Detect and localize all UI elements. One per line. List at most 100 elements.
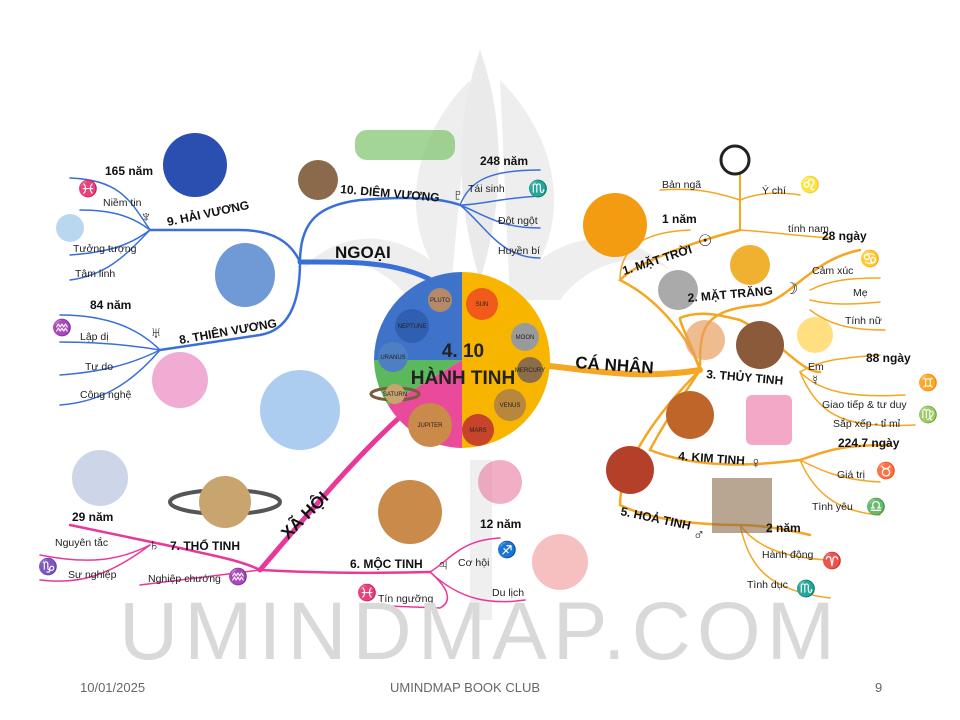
- climber-icon: [712, 478, 772, 533]
- node-years-thienvuong: 84 năm: [90, 298, 131, 312]
- node-title-haivuong: 9. HẢI VƯƠNG: [166, 197, 251, 229]
- center-title-line2: HÀNH TINH: [411, 367, 516, 389]
- mars-symbol-icon: ♂: [693, 527, 705, 544]
- saturn-symbol-icon: ♄: [148, 537, 160, 554]
- node-years-moctinh: 12 năm: [480, 517, 521, 531]
- social-network-icon: [260, 370, 340, 450]
- leaf-thienvuong-0: Lập dị: [80, 331, 109, 343]
- leaf-thuytinh-2: Sắp xếp - tỉ mỉ: [833, 417, 901, 430]
- planet-label-moon: MOON: [516, 335, 535, 341]
- planet-label-sun: SUN: [476, 302, 489, 308]
- venus-illustration-icon: [666, 391, 714, 439]
- leaf-mattrang-3: Tính nữ: [845, 315, 882, 327]
- uranus-illustration-icon: [215, 243, 275, 307]
- capricorn-symbol-icon: ♑: [38, 557, 58, 576]
- leo-symbol-icon: ♌: [800, 175, 820, 194]
- pluto-symbol-icon: ♇: [452, 187, 464, 204]
- pisces-symbol-icon: ♓: [78, 179, 98, 198]
- planet-label-venus: VENUS: [500, 403, 521, 409]
- node-years-kimtinh: 224.7 ngày: [838, 436, 900, 450]
- leaf-haivuong-2: Tâm linh: [75, 268, 115, 280]
- leaf-kimtinh-0: Giá trị: [837, 469, 865, 481]
- pisces-symbol-icon-2: ♓: [357, 583, 377, 602]
- handshake-icon: [72, 450, 128, 506]
- idea-bulb-icon: [797, 317, 833, 353]
- leaf-diemvuong-2: Huyền bí: [498, 245, 540, 257]
- branch-xahoi: XÃ HỘI: [277, 487, 333, 543]
- mercury-icon: [517, 357, 543, 383]
- cat-sunglasses-icon: [298, 160, 338, 200]
- footer-page-number: 9: [875, 680, 883, 695]
- branch-canhan: CÁ NHÂN: [575, 353, 655, 377]
- sun-symbol-icon: ☉: [698, 233, 712, 250]
- jupiter-symbol-icon: ♃: [437, 557, 449, 574]
- butterfly-branch-icon: [355, 130, 455, 160]
- leaf-mattroi-0: Bản ngã: [662, 179, 701, 191]
- virgo-symbol-icon: ♍: [918, 405, 938, 424]
- node-years-mattroi: 1 năm: [662, 212, 697, 226]
- leaf-mattrang-2: Mẹ: [853, 287, 868, 299]
- jupiter-icon: [408, 403, 452, 447]
- leaf-thuytinh-0: Em: [808, 361, 824, 373]
- moon-icon: [511, 323, 539, 351]
- aries-symbol-icon: ♈: [822, 551, 842, 570]
- planet-label-uranus: URANUS: [380, 355, 405, 361]
- libra-symbol-icon: ♎: [866, 497, 886, 516]
- leaf-hoatinh-0: Hành động: [762, 549, 814, 561]
- leaf-diemvuong-1: Đột ngột: [498, 215, 538, 227]
- aquarius-symbol-icon: ♒: [52, 318, 72, 337]
- emoji-collage-icon: [152, 352, 208, 408]
- planet-label-mercury: MERCURY: [515, 368, 545, 374]
- lightbulb-writing-icon: [56, 214, 84, 242]
- leaf-hoatinh-1: Tình dục: [747, 579, 788, 591]
- node-title-thuytinh: 3. THỦY TINH: [706, 366, 784, 388]
- scorpio-symbol-icon-2: ♏: [796, 579, 816, 598]
- leaf-thuytinh-1: Giao tiếp & tư duy: [822, 399, 907, 411]
- planet-label-pluto: PLUTO: [430, 298, 450, 304]
- venus-symbol-icon: ♀: [750, 455, 762, 472]
- venus-icon: [494, 389, 526, 421]
- node-years-thuytinh: 88 ngày: [866, 351, 911, 365]
- jupiter-illustration-icon: [378, 480, 442, 544]
- uranus-icon: [378, 342, 408, 372]
- node-title-thienvuong: 8. THIÊN VƯƠNG: [178, 315, 278, 347]
- moon-illustration-icon: [658, 270, 698, 310]
- planet-label-jupiter: JUPITER: [417, 423, 443, 429]
- leaf-haivuong-1: Tưởng tượng: [73, 243, 137, 255]
- planet-label-neptune: NEPTUNE: [398, 324, 427, 330]
- footer-date: 10/01/2025: [80, 680, 146, 695]
- mars-illustration-icon: [606, 446, 654, 494]
- books-brain-icon: [478, 460, 522, 504]
- sagittarius-symbol-icon: ♐: [497, 540, 517, 559]
- brain-illustration-icon: [163, 133, 227, 197]
- leaf-thienvuong-2: Công nghệ: [80, 389, 132, 401]
- watermark-text: UMINDMAP.COM: [119, 586, 841, 677]
- person-ego-icon: [719, 144, 751, 176]
- sun-icon: [466, 288, 498, 320]
- node-title-hoatinh: 5. HOẢ TINH: [619, 503, 692, 533]
- cancer-symbol-icon: ♋: [860, 249, 880, 268]
- neptune-icon: [395, 309, 429, 343]
- node-title-kimtinh: 4. KIM TINH: [678, 449, 745, 468]
- leaf-thotinh-1: Sự nghiệp: [68, 569, 117, 581]
- leaf-thienvuong-1: Tự do: [85, 361, 113, 373]
- sun-illustration-icon: [583, 193, 647, 257]
- taurus-symbol-icon: ♉: [876, 461, 896, 480]
- planet-label-saturn: SATURN: [383, 392, 407, 398]
- leaf-moctinh-1: Tín ngưỡng: [378, 593, 434, 605]
- moon-symbol-icon: ☽: [784, 281, 798, 298]
- leaf-thotinh-0: Nguyên tắc: [55, 536, 108, 549]
- leaf-kimtinh-1: Tình yêu: [812, 501, 853, 513]
- pluto-icon: [428, 288, 452, 312]
- leaf-diemvuong-0: Tái sinh: [468, 183, 505, 195]
- node-years-diemvuong: 248 năm: [480, 154, 528, 168]
- footer-club: UMINDMAP BOOK CLUB: [390, 680, 541, 695]
- uranus-symbol-icon: ♅: [150, 325, 162, 342]
- meeting-people-icon: [685, 320, 725, 360]
- mars-icon: [462, 414, 494, 446]
- emotion-gauge-icon: [730, 245, 770, 285]
- neptune-symbol-icon: ♆: [140, 209, 152, 226]
- node-years-mattrang: 28 ngày: [822, 229, 867, 243]
- node-title-mattrang: 2. MẶT TRĂNG: [687, 283, 773, 305]
